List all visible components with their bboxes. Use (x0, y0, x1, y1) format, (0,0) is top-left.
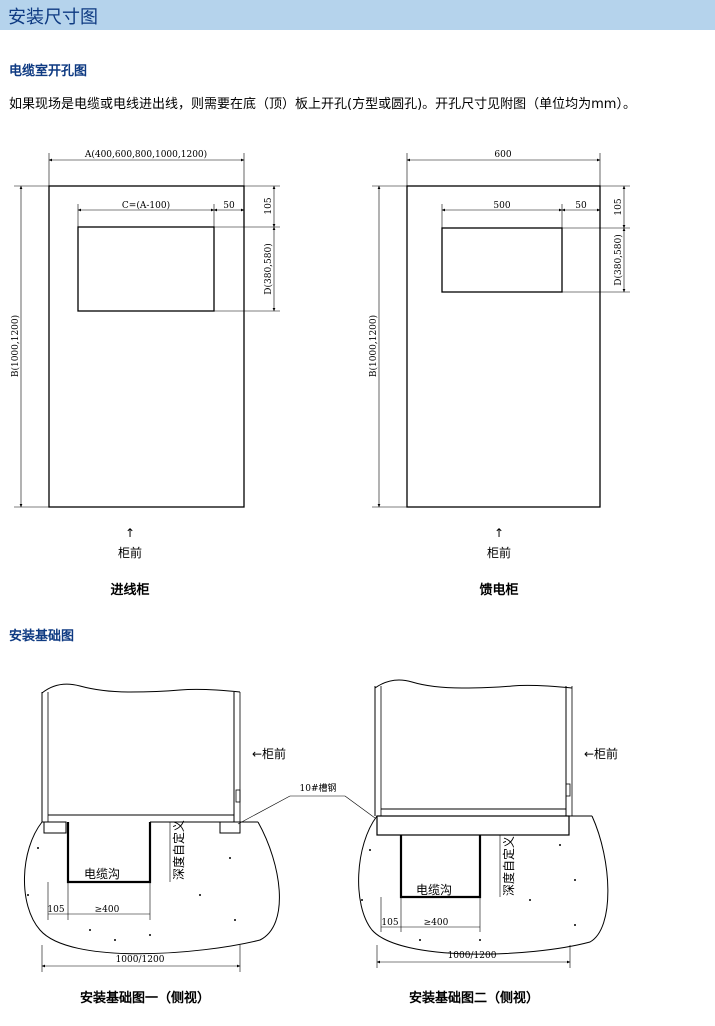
dim-total: 1000/1200 (448, 951, 497, 961)
caption-foundation-1: 安装基础图一（侧视） (80, 990, 210, 1006)
front-arrow-icon: ↑ (125, 526, 135, 540)
caption-incoming-cabinet: 进线柜 (110, 582, 149, 598)
trench-label: 电缆沟 (84, 867, 120, 881)
dim-offset-50: 50 (575, 201, 587, 211)
depth-label: 深度自定义 (501, 836, 516, 896)
dim-width-a: A(400,600,800,1000,1200) (84, 149, 207, 160)
dim-top-105: 105 (614, 198, 624, 215)
dim-height-b: B(1000,1200) (368, 315, 379, 377)
foundation-diagram-2 (358, 679, 609, 968)
section-heading-cable-hole: 电缆室开孔图 (9, 64, 88, 79)
caption-foundation-2: 安装基础图二（侧视） (409, 990, 539, 1006)
page-title: 安装尺寸图 (8, 7, 98, 28)
dim-offset-50: 50 (223, 201, 235, 211)
front-label: ←柜前 (584, 746, 618, 761)
incoming-cabinet-diagram (14, 153, 280, 508)
concrete-dots (361, 844, 576, 941)
feeder-cabinet-diagram (372, 153, 630, 508)
foundation-diagram-1 (24, 683, 376, 972)
dim-105: 105 (47, 905, 64, 915)
cabinet-outline (406, 185, 601, 508)
dim-top-105: 105 (264, 197, 274, 214)
front-label: 柜前 (118, 545, 142, 560)
dim-width: 600 (494, 150, 511, 160)
dim-hole-width: 500 (493, 201, 510, 211)
dim-total: 1000/1200 (116, 955, 165, 965)
trench-label: 电缆沟 (416, 883, 452, 897)
dim-hole-depth-d: D(380,580) (263, 243, 274, 294)
concrete-dots (27, 847, 236, 941)
intro-text: 如果现场是电缆或电线进出线，则需要在底（顶）板上开孔(方型或圆孔)。开孔尺寸见附… (9, 97, 636, 112)
front-arrow-icon: ↑ (494, 526, 504, 540)
cable-hole (77, 226, 215, 312)
front-label: ←柜前 (252, 746, 286, 761)
dim-height-b: B(1000,1200) (10, 315, 21, 377)
dim-hole-width-c: C=(A-100) (122, 200, 170, 211)
caption-feeder-cabinet: 馈电柜 (479, 582, 518, 598)
dim-400: ≥400 (424, 918, 449, 928)
dim-105: 105 (381, 918, 398, 928)
dim-hole-depth-d: D(380,580) (613, 234, 624, 285)
section-heading-foundation: 安装基础图 (9, 629, 75, 644)
depth-label: 深度自定义 (171, 820, 186, 880)
front-label: 柜前 (487, 545, 511, 560)
dim-400: ≥400 (95, 905, 120, 915)
cable-hole (441, 227, 563, 293)
header-bar: 安装尺寸图 (0, 0, 715, 30)
channel-steel-label: 10#槽钢 (300, 782, 337, 794)
cabinet-outline (48, 185, 245, 508)
